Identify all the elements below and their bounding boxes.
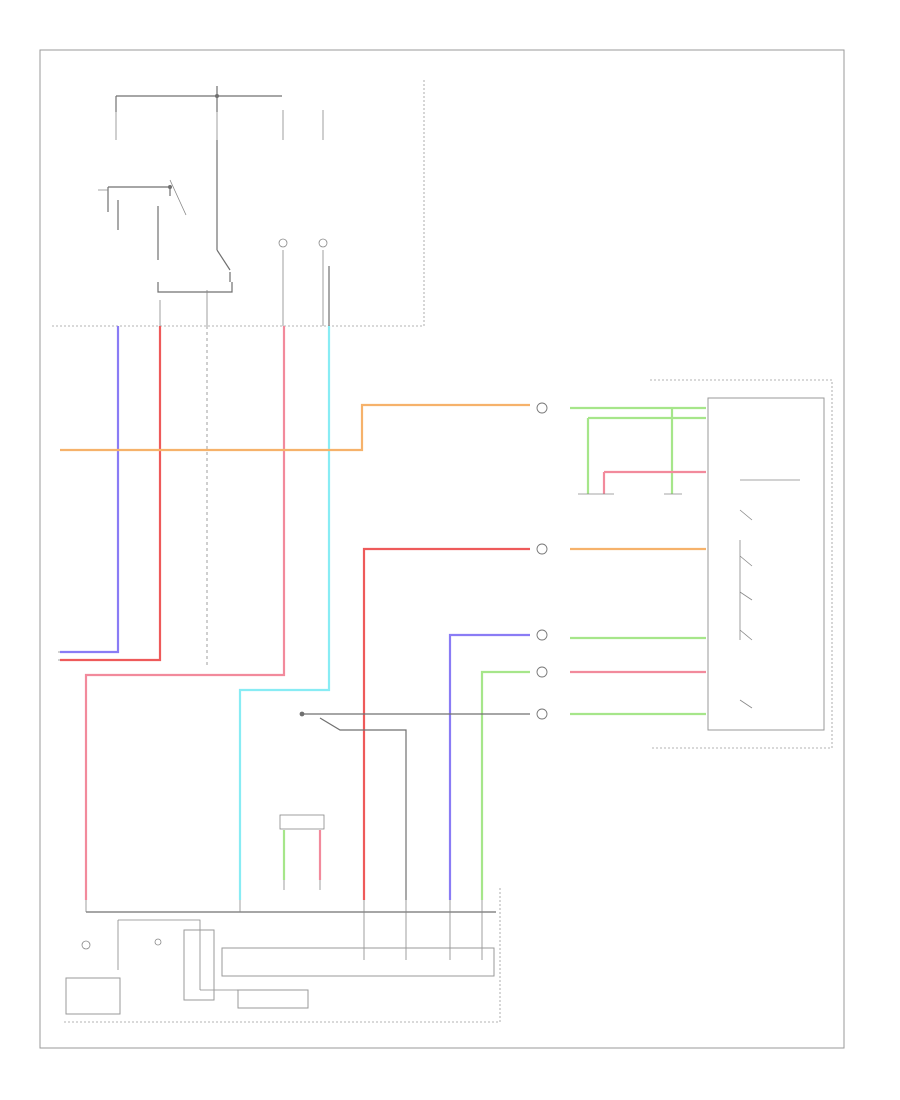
cruise-control-switch-cluster — [536, 379, 833, 749]
green-wire-center — [480, 670, 530, 900]
blue-wire-center — [448, 633, 530, 900]
left-wires — [58, 326, 331, 900]
red-wire-center — [362, 547, 530, 900]
pink-wire — [84, 326, 286, 900]
bottom-control-module — [64, 814, 501, 1023]
diagram-frame — [39, 49, 845, 1049]
blue-wire-left — [60, 326, 120, 654]
cyan-wire — [238, 326, 331, 900]
red-wire-left — [60, 326, 162, 662]
underhood-fuse-box — [52, 80, 425, 327]
orange-wire-top — [60, 403, 530, 452]
